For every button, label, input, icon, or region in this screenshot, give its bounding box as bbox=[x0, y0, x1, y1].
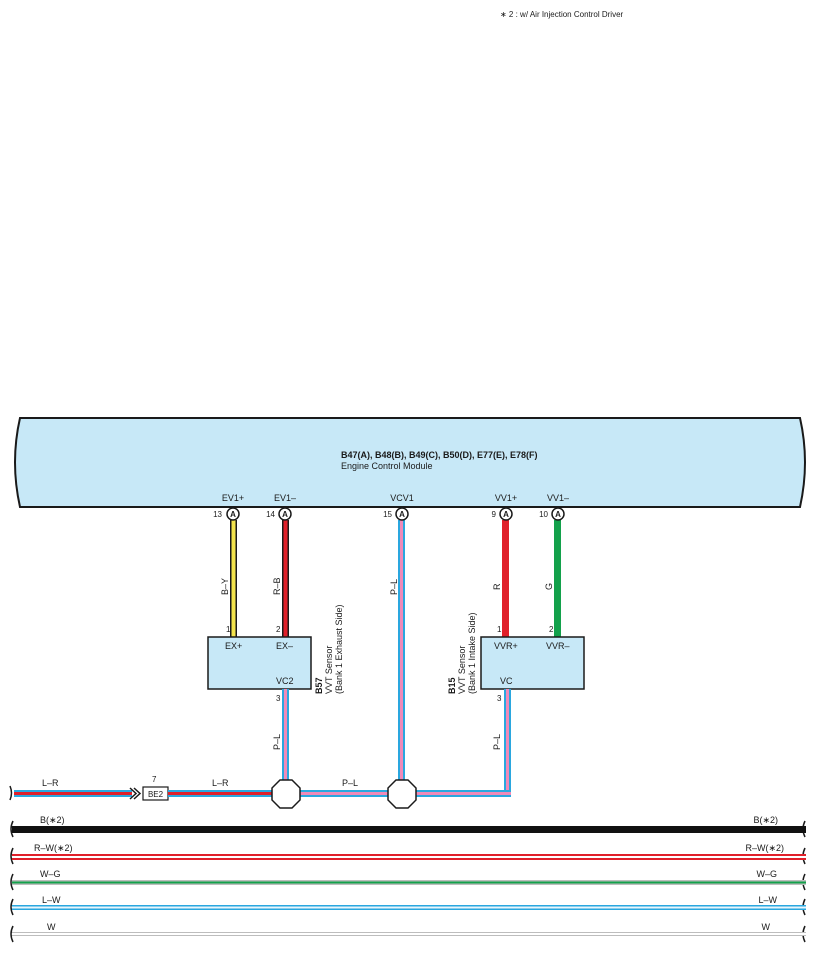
sensor-exhaust-pin2-name: EX– bbox=[276, 641, 293, 651]
note-text: ∗ 2 : w/ Air Injection Control Driver bbox=[500, 10, 624, 19]
pin-num-vcv1: 15 bbox=[383, 510, 392, 519]
sensor-exhaust-pin3-name: VC2 bbox=[276, 676, 294, 686]
pin-conn-vcv1: A bbox=[399, 510, 405, 519]
junction-left bbox=[271, 779, 301, 809]
sensor-intake-pin2-name: VVR– bbox=[546, 641, 570, 651]
bus-rw-label-right: R–W(∗2) bbox=[745, 843, 784, 853]
pin-vv1m: A 10 bbox=[539, 507, 565, 521]
sensor-exhaust-line1: VVT Sensor bbox=[324, 646, 334, 694]
wire-label-vv1m: G bbox=[544, 583, 554, 590]
wire-vc bbox=[416, 689, 511, 797]
sensor-intake-code: B15 bbox=[447, 677, 457, 694]
wire-break-mark bbox=[9, 785, 13, 801]
sensor-exhaust-box bbox=[207, 636, 312, 690]
pin-vcv1: A 15 bbox=[383, 507, 409, 521]
sensor-exhaust-code: B57 bbox=[314, 677, 324, 694]
pin-num-ev1m: 14 bbox=[266, 510, 275, 519]
wire-ev1m bbox=[282, 520, 289, 637]
bus-lw-label-right: L–W bbox=[758, 895, 777, 905]
bus-w-label-left: W bbox=[47, 922, 56, 932]
wire-label-harness-mid: L–R bbox=[212, 778, 229, 788]
sensor-intake-pin1-num: 1 bbox=[497, 625, 502, 634]
wire-label-vv1p: R bbox=[492, 583, 502, 590]
bus-b-label-right: B(∗2) bbox=[753, 815, 778, 825]
wire-harness-left bbox=[14, 790, 132, 797]
wire-label-harness-left: L–R bbox=[42, 778, 59, 788]
pin-num-vv1p: 9 bbox=[492, 510, 497, 519]
sensor-intake-pin2-num: 2 bbox=[549, 625, 554, 634]
pin-name-vv1m: VV1– bbox=[547, 493, 569, 503]
wire-ev1p bbox=[230, 520, 237, 637]
bus-lw bbox=[10, 898, 806, 916]
sensor-intake-pin3-num: 3 bbox=[497, 694, 502, 703]
pin-conn-ev1m: A bbox=[282, 510, 288, 519]
wire-joint-link bbox=[300, 790, 390, 797]
bus-w-label-right: W bbox=[762, 922, 771, 932]
bus-rw bbox=[10, 847, 806, 865]
pin-name-vcv1: VCV1 bbox=[390, 493, 414, 503]
wire-label-joint-link: P–L bbox=[342, 778, 358, 788]
connector-name: BE2 bbox=[148, 790, 164, 799]
wire-label-vcv1: P–L bbox=[389, 579, 399, 595]
pin-name-vv1p: VV1+ bbox=[495, 493, 517, 503]
sensor-intake-line1: VVT Sensor bbox=[457, 646, 467, 694]
bus-b bbox=[10, 820, 806, 838]
sensor-intake-pin3-name: VC bbox=[500, 676, 513, 686]
connector-num: 7 bbox=[152, 775, 157, 784]
sensor-exhaust-pin3-num: 3 bbox=[276, 694, 281, 703]
sensor-intake-pin1-name: VVR+ bbox=[494, 641, 518, 651]
ecm-codes: B47(A), B48(B), B49(C), B50(D), E77(E), … bbox=[341, 450, 538, 460]
wire-label-ev1m: R–B bbox=[272, 577, 282, 595]
wire-label-ev1p: B–Y bbox=[220, 578, 230, 595]
bus-b-label-left: B(∗2) bbox=[40, 815, 65, 825]
wire-vcv1 bbox=[398, 520, 405, 780]
pin-num-vv1m: 10 bbox=[539, 510, 548, 519]
bus-rw-label-left: R–W(∗2) bbox=[34, 843, 73, 853]
pin-ev1p: A 13 bbox=[213, 507, 240, 521]
bus-lw-label-left: L–W bbox=[42, 895, 61, 905]
pin-vv1p: A 9 bbox=[492, 507, 513, 521]
sensor-exhaust-pin1-num: 1 bbox=[226, 625, 231, 634]
wire-vv1p bbox=[502, 520, 509, 637]
wire-vv1m bbox=[554, 520, 561, 637]
wire-label-vc: P–L bbox=[492, 734, 502, 750]
pin-name-ev1p: EV1+ bbox=[222, 493, 244, 503]
junction-right bbox=[387, 779, 417, 809]
connector-chevron-icon bbox=[129, 787, 142, 800]
pin-num-ev1p: 13 bbox=[213, 510, 222, 519]
wire-harness-mid bbox=[168, 790, 272, 797]
ecm-module-box bbox=[14, 417, 806, 508]
sensor-exhaust-pin1-name: EX+ bbox=[225, 641, 242, 651]
pin-conn-ev1p: A bbox=[230, 510, 236, 519]
ecm-name: Engine Control Module bbox=[341, 461, 433, 471]
sensor-exhaust-line2: (Bank 1 Exhaust Side) bbox=[334, 604, 344, 694]
pin-conn-vv1m: A bbox=[555, 510, 561, 519]
bus-wg bbox=[10, 873, 806, 891]
pin-conn-vv1p: A bbox=[503, 510, 509, 519]
bus-w bbox=[10, 925, 806, 943]
sensor-exhaust-pin2-num: 2 bbox=[276, 625, 281, 634]
sensor-intake-line2: (Bank 1 Intake Side) bbox=[467, 612, 477, 694]
pin-name-ev1m: EV1– bbox=[274, 493, 296, 503]
pin-ev1m: A 14 bbox=[266, 507, 292, 521]
sensor-intake-box bbox=[480, 636, 585, 690]
bus-wg-label-left: W–G bbox=[40, 869, 61, 879]
wire-vc2 bbox=[282, 689, 289, 780]
wire-label-vc2: P–L bbox=[272, 734, 282, 750]
bus-wg-label-right: W–G bbox=[756, 869, 777, 879]
